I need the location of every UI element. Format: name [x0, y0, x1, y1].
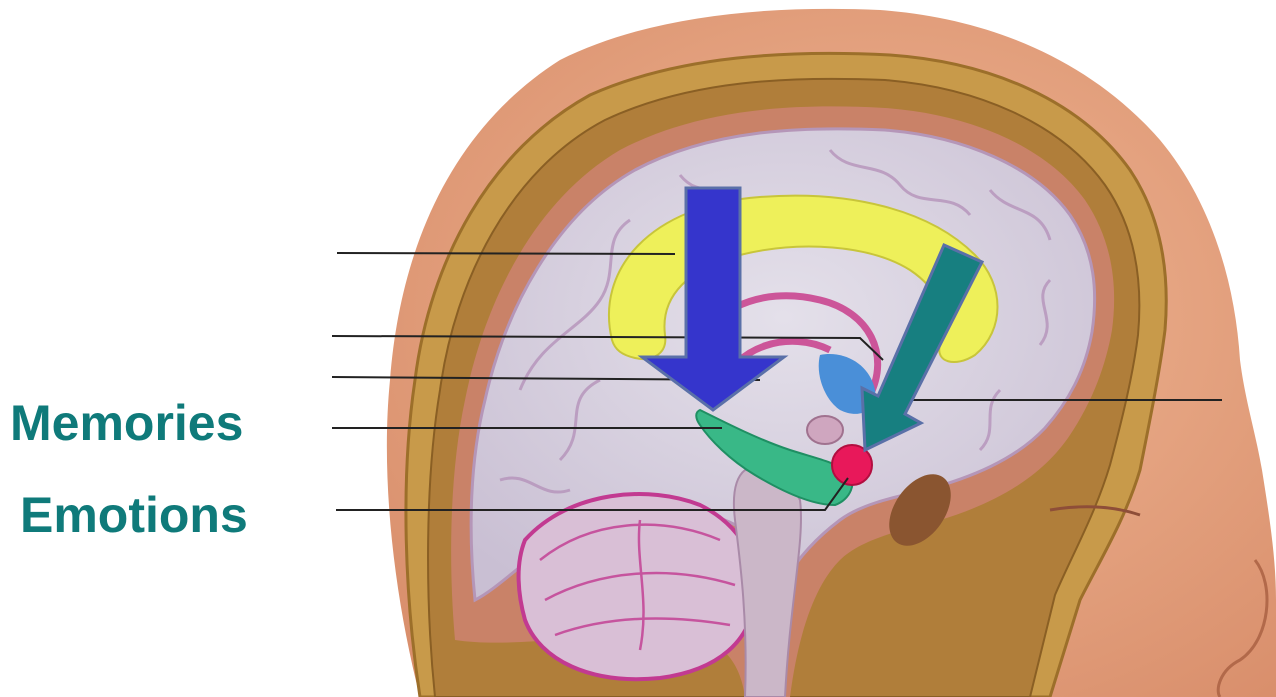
memories-label: Memories: [10, 398, 243, 448]
emotions-label: Emotions: [20, 490, 248, 540]
leader-line-cingulate: [337, 253, 675, 254]
pituitary: [807, 416, 843, 444]
cerebellum: [519, 494, 756, 679]
